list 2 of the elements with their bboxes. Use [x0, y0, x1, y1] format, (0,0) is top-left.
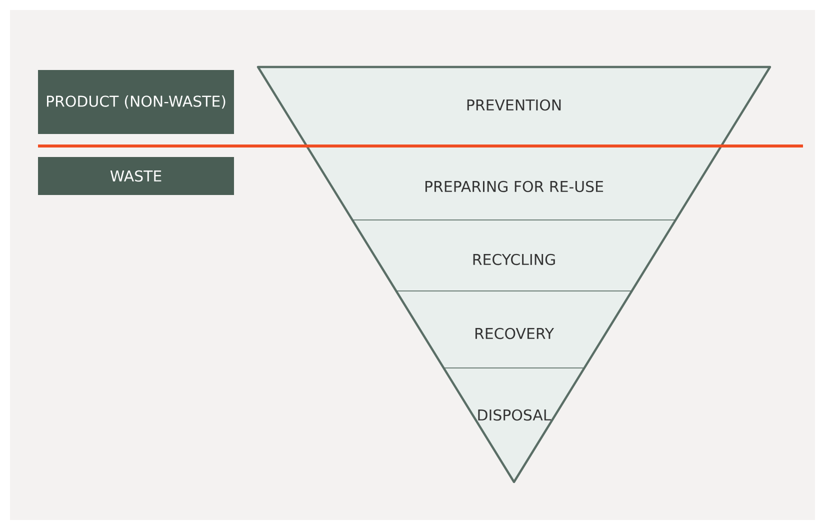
label-box: PRODUCT (NON-WASTE): [38, 70, 234, 134]
label-box: WASTE: [38, 157, 234, 195]
